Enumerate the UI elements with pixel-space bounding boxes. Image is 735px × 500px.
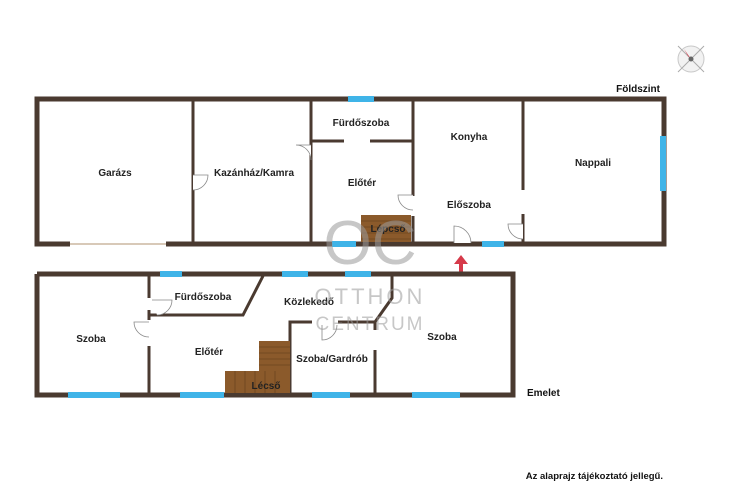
stairs-ground [361,215,411,242]
window [332,241,356,247]
door [133,299,338,341]
window [412,392,460,398]
room-label-living: Nappali [575,158,611,169]
window [482,241,504,247]
room-label-stairs-upper: Lécső [252,381,281,392]
watermark-logo: OC OTTHON CENTRUM [315,209,426,335]
room-label-boiler: Kazánház/Kamra [214,168,294,179]
room-label-kitchen: Konyha [451,132,488,143]
window [348,96,374,102]
room-label-bathroom: Fürdőszoba [333,118,390,129]
room-label-bedroom-left: Szoba [76,334,106,345]
room-label-corridor: Közlekedő [284,297,334,308]
ground-floor: Garázs Kazánház/Kamra Fürdőszoba Előtér … [34,84,667,247]
room-label-bathroom-upper: Fürdőszoba [175,292,232,303]
window [282,271,308,277]
window [68,392,120,398]
upper-floor: Szoba Fürdőszoba Közlekedő Előtér Szoba/… [34,271,560,399]
watermark-line1: OTTHON [315,284,426,309]
room-label-wardrobe-room: Szoba/Gardrób [296,354,368,365]
window [160,271,182,277]
room-label-hall-upper: Előtér [195,347,223,358]
room-label-bedroom-right: Szoba [427,332,457,343]
window [660,136,666,191]
stairs-upper [225,341,290,393]
room-label-hall: Előtér [348,178,376,189]
disclaimer-note: Az alaprajz tájékoztató jellegű. [526,471,663,482]
room-label-stairs: Lépcső [370,224,405,235]
entrance-arrow-icon [454,255,468,272]
level-label-ground: Földszint [616,84,661,95]
watermark-monogram: OC [324,209,417,278]
compass-icon [677,45,705,73]
room-label-garage: Garázs [98,168,132,179]
window [180,392,224,398]
window [345,271,371,277]
watermark-line2: CENTRUM [316,314,425,335]
level-label-upper: Emelet [527,388,560,399]
door [192,144,524,244]
window [312,392,350,398]
room-label-entry: Előszoba [447,200,491,211]
